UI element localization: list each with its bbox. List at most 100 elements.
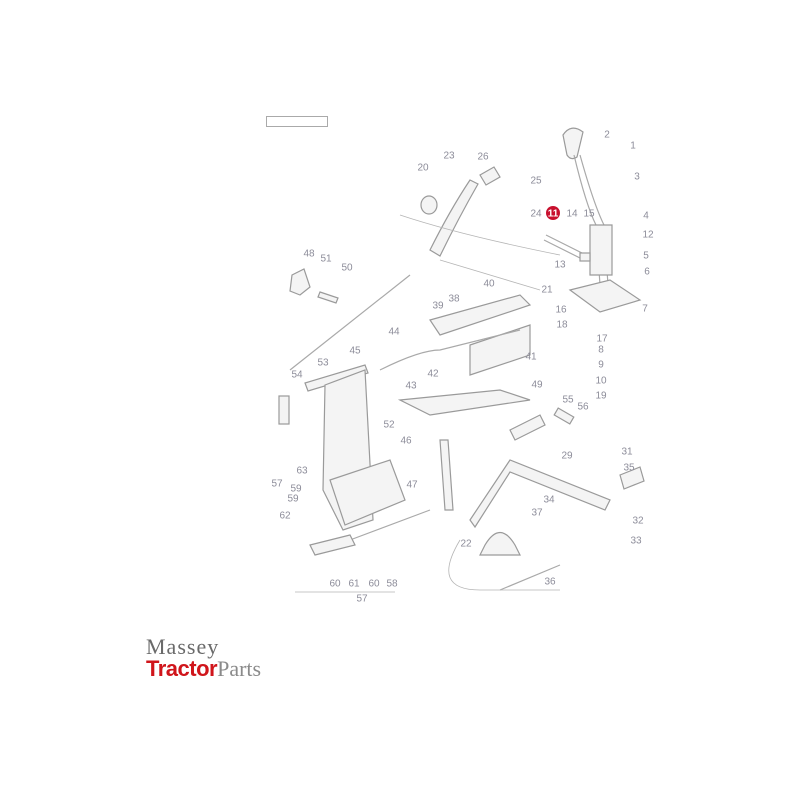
callout-58[interactable]: 58 <box>386 579 398 590</box>
callout-37[interactable]: 37 <box>531 508 543 519</box>
callout-45[interactable]: 45 <box>349 346 361 357</box>
callout-36[interactable]: 36 <box>544 577 556 588</box>
callout-10[interactable]: 10 <box>595 376 607 387</box>
callout-48[interactable]: 48 <box>303 249 315 260</box>
callout-52[interactable]: 52 <box>383 420 395 431</box>
callout-61[interactable]: 61 <box>348 579 360 590</box>
cable <box>379 329 521 371</box>
pivot-bracket <box>509 414 546 441</box>
callout-55[interactable]: 55 <box>562 395 574 406</box>
pedal-arm <box>439 439 454 511</box>
callout-7[interactable]: 7 <box>642 304 648 315</box>
link <box>278 395 290 425</box>
long-rod <box>289 274 411 371</box>
spring-right <box>619 466 645 490</box>
callout-57[interactable]: 57 <box>271 479 283 490</box>
callout-18[interactable]: 18 <box>556 320 568 331</box>
highlight-marker <box>546 206 560 220</box>
callout-53[interactable]: 53 <box>317 358 329 369</box>
bushing <box>420 195 438 215</box>
group-bracket-lines <box>295 539 560 593</box>
callout-9[interactable]: 9 <box>598 360 604 371</box>
gear-lever-knob <box>562 127 584 160</box>
callout-23[interactable]: 23 <box>443 151 455 162</box>
pin <box>553 407 575 425</box>
shift-rod <box>543 234 587 261</box>
callout-63[interactable]: 63 <box>296 466 308 477</box>
callout-14[interactable]: 14 <box>566 209 578 220</box>
bracket <box>289 268 311 296</box>
massey-tractor-parts-logo: Massey TractorParts <box>146 636 306 680</box>
callout-49[interactable]: 49 <box>531 380 543 391</box>
callout-43[interactable]: 43 <box>405 381 417 392</box>
callout-11[interactable]: 11 <box>548 209 559 220</box>
logo-tractor: Tractor <box>146 656 218 681</box>
clevis <box>309 534 356 556</box>
pedal-plate <box>397 389 531 416</box>
callout-15[interactable]: 15 <box>583 209 595 220</box>
callout-13[interactable]: 13 <box>554 260 566 271</box>
callout-31[interactable]: 31 <box>621 447 633 458</box>
spring <box>304 364 369 392</box>
logo-parts: Parts <box>217 656 262 681</box>
callout-16[interactable]: 16 <box>555 305 567 316</box>
callout-59[interactable]: 59 <box>290 484 302 495</box>
callout-12[interactable]: 12 <box>642 230 654 241</box>
linkage-plate <box>429 294 532 376</box>
callout-59[interactable]: 59 <box>287 494 299 505</box>
lever-housing <box>568 224 642 313</box>
callout-50[interactable]: 50 <box>341 263 353 274</box>
callout-57[interactable]: 57 <box>356 594 368 605</box>
shaft-end <box>479 166 501 186</box>
cable-lower <box>499 564 561 591</box>
bellows <box>479 531 521 556</box>
callout-38[interactable]: 38 <box>448 294 460 305</box>
callout-3[interactable]: 3 <box>634 172 640 183</box>
leader-lines <box>399 214 561 291</box>
callout-22[interactable]: 22 <box>460 539 472 550</box>
callout-17[interactable]: 17 <box>596 334 608 345</box>
footrest-plate <box>329 459 406 526</box>
callout-21[interactable]: 21 <box>541 285 553 296</box>
callout-34[interactable]: 34 <box>543 495 555 506</box>
callout-26[interactable]: 26 <box>477 152 489 163</box>
callout-25[interactable]: 25 <box>530 176 542 187</box>
bolt <box>317 291 339 304</box>
callout-54[interactable]: 54 <box>291 370 303 381</box>
callout-41[interactable]: 41 <box>525 352 537 363</box>
callout-4[interactable]: 4 <box>643 211 649 222</box>
callout-60[interactable]: 60 <box>368 579 380 590</box>
cross-frame <box>469 459 611 529</box>
callout-6[interactable]: 6 <box>644 267 650 278</box>
callout-47[interactable]: 47 <box>406 480 418 491</box>
callout-32[interactable]: 32 <box>632 516 644 527</box>
callout-5[interactable]: 5 <box>643 251 649 262</box>
callout-39[interactable]: 39 <box>432 301 444 312</box>
callout-46[interactable]: 46 <box>400 436 412 447</box>
callout-29[interactable]: 29 <box>561 451 573 462</box>
rod-end <box>579 252 591 262</box>
cable-left <box>349 509 431 541</box>
callout-8[interactable]: 8 <box>598 345 604 356</box>
callout-44[interactable]: 44 <box>388 327 400 338</box>
part-drawings <box>278 127 645 593</box>
callout-19[interactable]: 19 <box>595 391 607 402</box>
callout-40[interactable]: 40 <box>483 279 495 290</box>
cross-shaft <box>429 179 479 257</box>
logo-line1: Massey <box>146 634 220 659</box>
callout-2[interactable]: 2 <box>604 130 610 141</box>
diagram-reference-tag <box>266 116 328 127</box>
callout-42[interactable]: 42 <box>427 369 439 380</box>
callout-56[interactable]: 56 <box>577 402 589 413</box>
callout-1[interactable]: 1 <box>630 141 636 152</box>
callout-33[interactable]: 33 <box>630 536 642 547</box>
callout-60[interactable]: 60 <box>329 579 341 590</box>
callout-20[interactable]: 20 <box>417 163 429 174</box>
callout-35[interactable]: 35 <box>623 463 635 474</box>
callout-62[interactable]: 62 <box>279 511 291 522</box>
callout-51[interactable]: 51 <box>320 254 332 265</box>
callout-24[interactable]: 24 <box>530 209 542 220</box>
